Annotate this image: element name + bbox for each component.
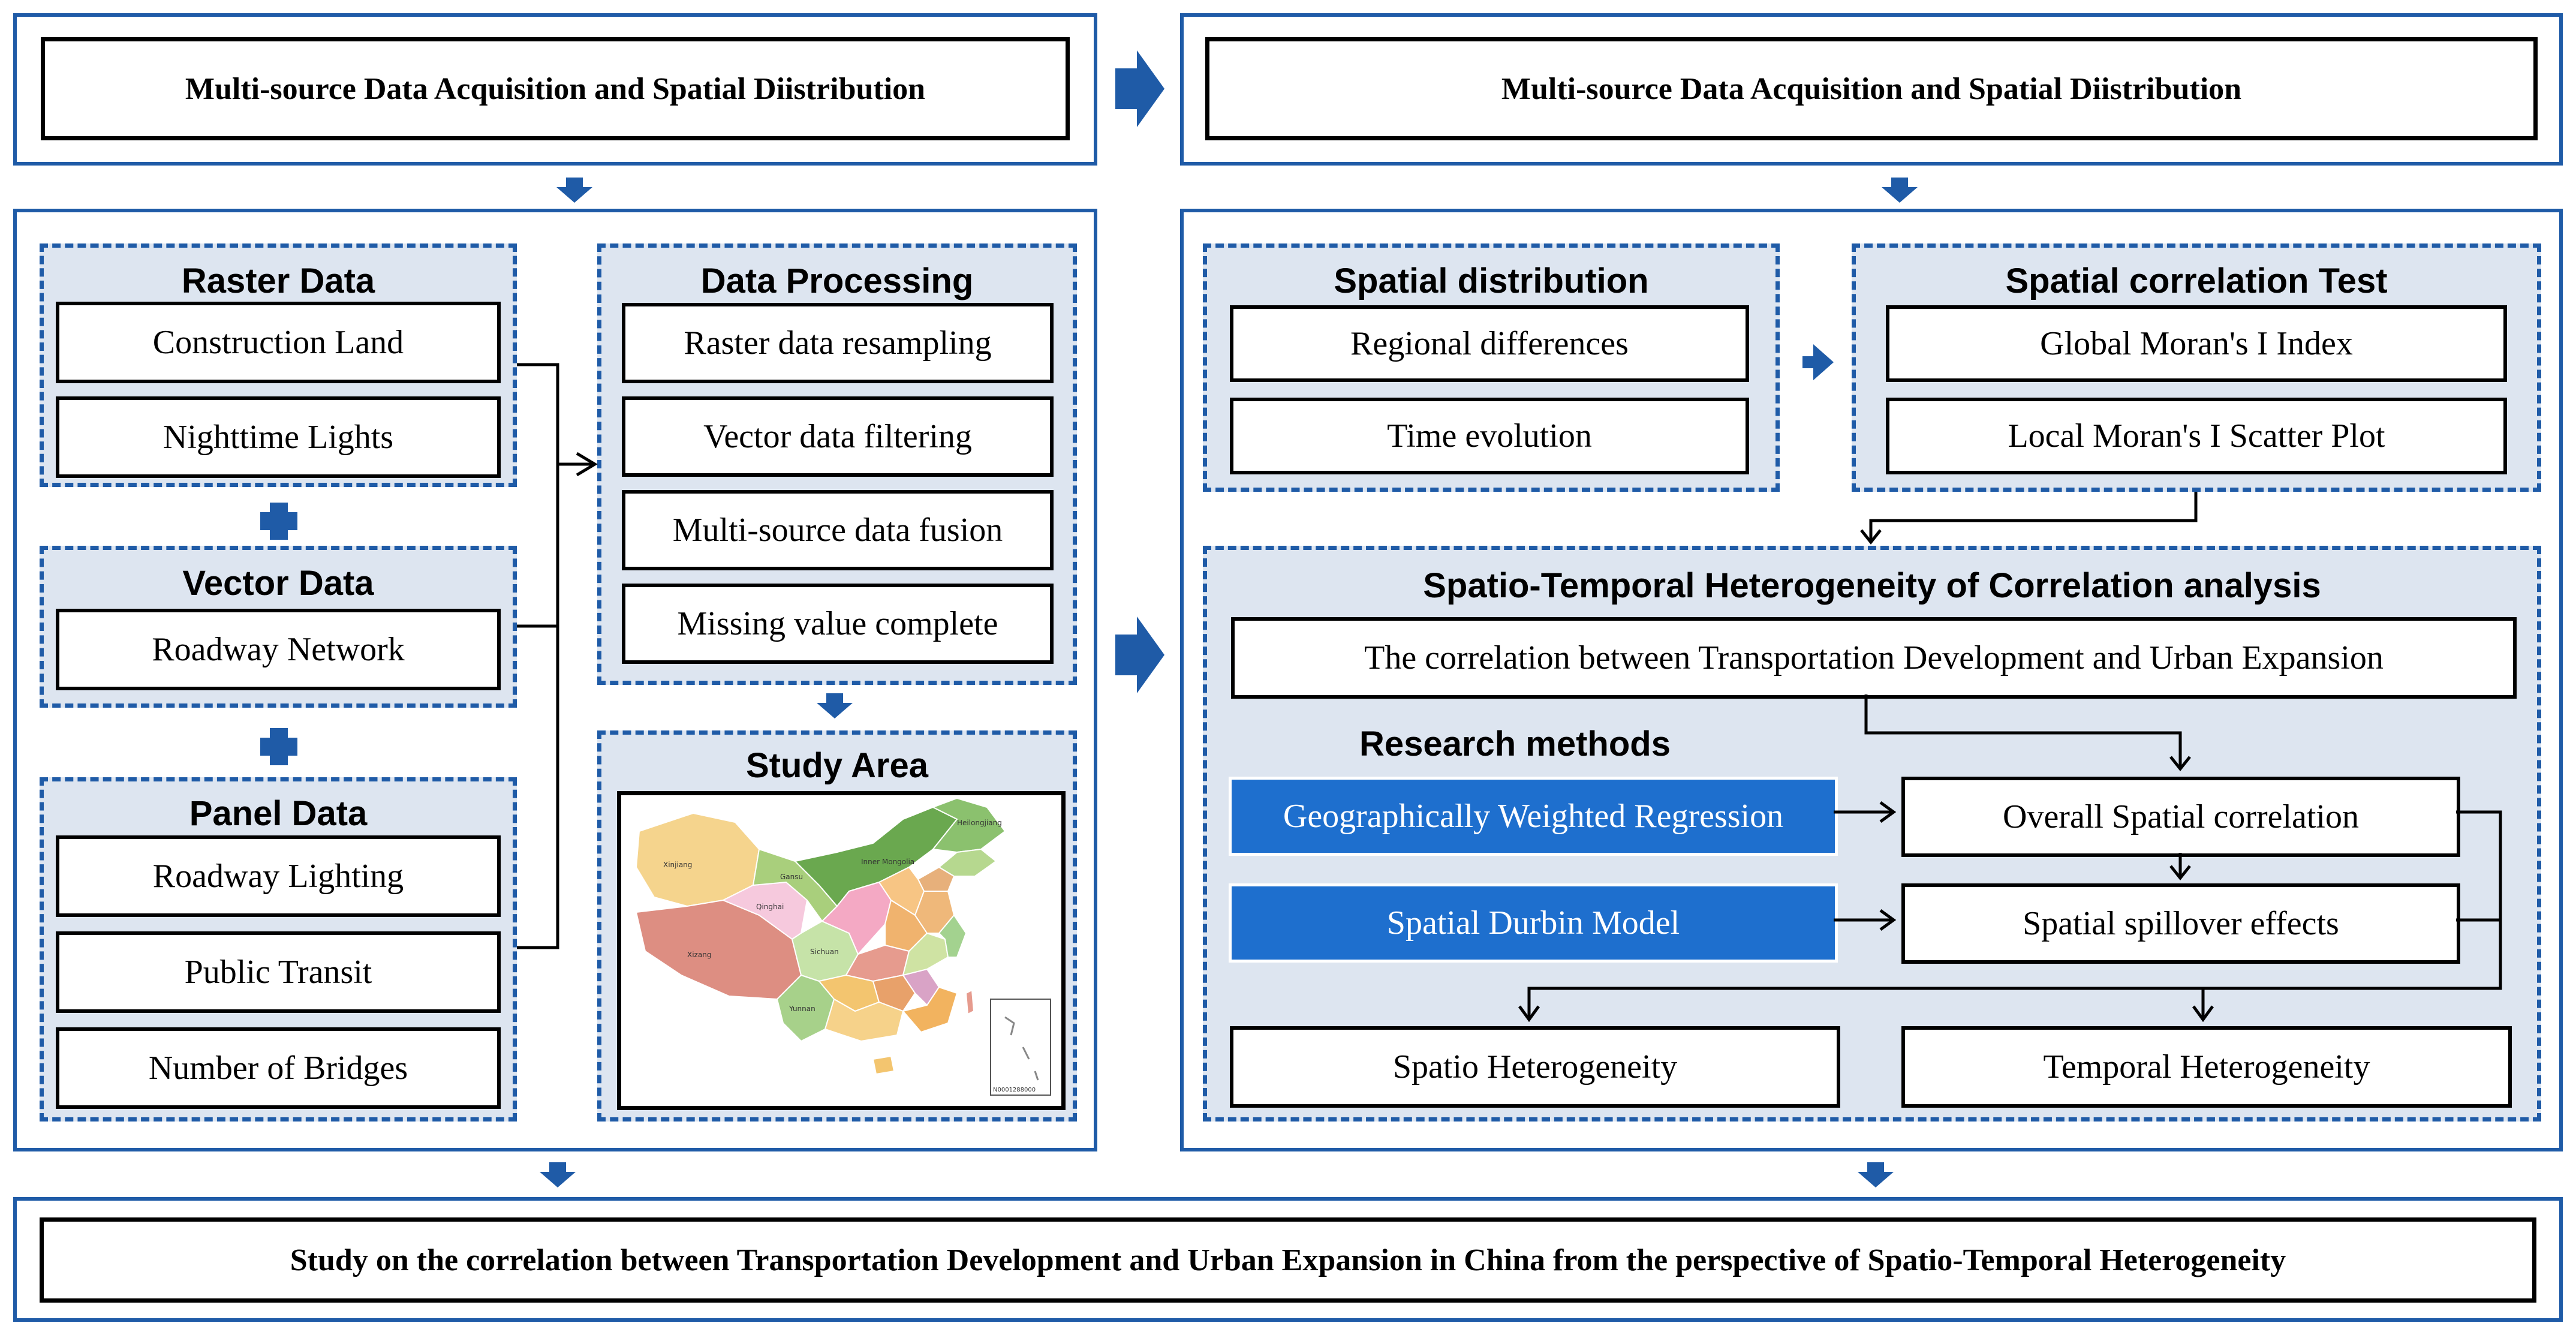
gwr-method-box: Geographically Weighted Regression	[1229, 777, 1838, 856]
roadway-network-box: Roadway Network	[56, 609, 501, 690]
vector-data-title: Vector Data	[182, 564, 374, 603]
map-label-heilongjiang: Heilongjiang	[957, 819, 1002, 827]
right-arrow-icon	[1802, 344, 1834, 380]
right-arrow-icon	[1115, 50, 1164, 127]
map-scale-note: N0001288000	[993, 1087, 1036, 1093]
research-methods-label: Research methods	[1359, 724, 1671, 763]
plus-icon	[260, 728, 297, 765]
down-arrow-icons	[540, 178, 1918, 1187]
right-arrow-icon	[1115, 617, 1164, 693]
correlation-test-group: Spatial correlation Test Global Moran's …	[1852, 243, 2541, 492]
raster-data-group: Raster Data Construction Land Nighttime …	[40, 243, 517, 487]
down-arrow-icon	[540, 1162, 576, 1187]
correlation-box: The correlation between Transportation D…	[1231, 617, 2517, 699]
down-arrow-icon	[556, 178, 592, 203]
correlation-test-title: Spatial correlation Test	[2005, 261, 2388, 300]
map-label-sichuan: Sichuan	[810, 948, 839, 956]
nighttime-lights-box: Nighttime Lights	[56, 396, 501, 478]
top-right-title: Multi-source Data Acquisition and Spatia…	[1205, 37, 2538, 140]
data-processing-group: Data Processing Raster data resampling V…	[597, 243, 1077, 685]
down-arrow-icon	[1882, 178, 1918, 203]
study-area-title: Study Area	[745, 746, 929, 785]
top-right-panel: Multi-source Data Acquisition and Spatia…	[1180, 13, 2563, 166]
plus-icon	[260, 503, 297, 540]
vector-data-group: Vector Data Roadway Network	[40, 546, 517, 708]
study-area-group: Study Area	[597, 730, 1077, 1121]
map-label-gansu: Gansu	[780, 873, 803, 881]
data-processing-title: Data Processing	[700, 261, 974, 300]
bottom-panel: Study on the correlation between Transpo…	[13, 1197, 2563, 1322]
top-left-title: Multi-source Data Acquisition and Spatia…	[41, 37, 1070, 140]
bottom-title: Study on the correlation between Transpo…	[40, 1217, 2536, 1303]
down-arrow-icon	[817, 693, 853, 718]
spatio-heterogeneity-box: Spatio Heterogeneity	[1230, 1026, 1840, 1108]
heterogeneity-title: Spatio-Temporal Heterogeneity of Correla…	[1423, 566, 2321, 605]
right-arrow-icons	[1115, 50, 1834, 693]
overall-correlation-box: Overall Spatial correlation	[1901, 777, 2460, 857]
regional-differences-box: Regional differences	[1230, 305, 1749, 382]
temporal-heterogeneity-box: Temporal Heterogeneity	[1901, 1026, 2512, 1108]
construction-land-box: Construction Land	[56, 302, 501, 383]
plus-icons	[260, 503, 297, 765]
map-label-xizang: Xizang	[687, 951, 711, 959]
roadway-lighting-box: Roadway Lighting	[56, 835, 501, 917]
missing-value-box: Missing value complete	[622, 584, 1054, 664]
map-label-qinghai: Qinghai	[756, 903, 784, 911]
panel-data-group: Panel Data Roadway Lighting Public Trans…	[40, 777, 517, 1121]
time-evolution-box: Time evolution	[1230, 398, 1749, 474]
spatial-distribution-title: Spatial distribution	[1334, 261, 1649, 300]
china-map-image: N0001288000 Xinjiang Xizang Qinghai Gans…	[635, 797, 1051, 1096]
global-morans-box: Global Moran's I Index	[1886, 305, 2507, 382]
spillover-effects-box: Spatial spillover effects	[1901, 883, 2460, 964]
china-map: N0001288000 Xinjiang Xizang Qinghai Gans…	[617, 791, 1066, 1110]
vector-filtering-box: Vector data filtering	[622, 396, 1054, 477]
local-morans-box: Local Moran's I Scatter Plot	[1886, 398, 2507, 474]
sdm-method-box: Spatial Durbin Model	[1229, 883, 1838, 963]
heterogeneity-group: Spatio-Temporal Heterogeneity of Correla…	[1203, 546, 2541, 1121]
map-label-xinjiang: Xinjiang	[663, 861, 692, 869]
public-transit-box: Public Transit	[56, 931, 501, 1013]
top-left-panel: Multi-source Data Acquisition and Spatia…	[13, 13, 1097, 166]
map-label-inner-mongolia: Inner Mongolia	[861, 858, 914, 866]
map-label-yunnan: Yunnan	[789, 1005, 815, 1013]
panel-data-title: Panel Data	[189, 794, 368, 833]
raster-resampling-box: Raster data resampling	[622, 303, 1054, 383]
spatial-distribution-group: Spatial distribution Regional difference…	[1203, 243, 1780, 492]
down-arrow-icon	[1858, 1162, 1894, 1187]
number-of-bridges-box: Number of Bridges	[56, 1027, 501, 1109]
data-fusion-box: Multi-source data fusion	[622, 490, 1054, 570]
raster-data-title: Raster Data	[181, 261, 375, 300]
